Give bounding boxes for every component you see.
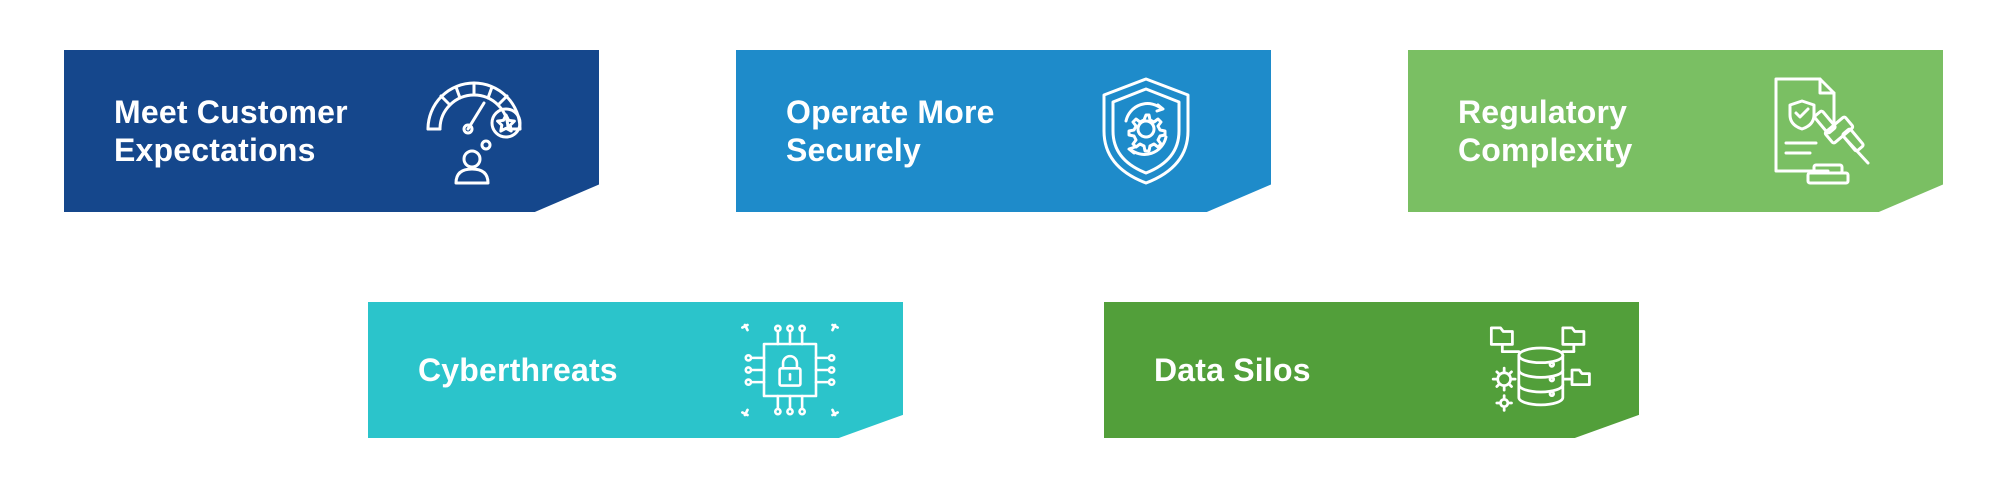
- card-title: Operate More Securely: [786, 94, 995, 168]
- card-cyberthreats: Cyberthreats: [368, 302, 903, 438]
- legal-document-gavel-icon: [1758, 71, 1878, 191]
- card-regulatory-complexity: Regulatory Complexity: [1408, 50, 1943, 212]
- card-data-silos: Data Silos: [1104, 302, 1639, 438]
- card-title: Cyberthreats: [418, 352, 618, 388]
- card-meet-customer-expectations: Meet Customer Expectations: [64, 50, 599, 212]
- card-operate-more-securely: Operate More Securely: [736, 50, 1271, 212]
- customer-satisfaction-gauge-icon: [414, 71, 534, 191]
- card-title: Meet Customer Expectations: [114, 94, 348, 168]
- circuit-lock-icon: [738, 318, 842, 422]
- card-title: Data Silos: [1154, 352, 1311, 388]
- card-title: Regulatory Complexity: [1458, 94, 1633, 168]
- database-folders-icon: [1484, 315, 1594, 425]
- shield-gear-icon: [1086, 71, 1206, 191]
